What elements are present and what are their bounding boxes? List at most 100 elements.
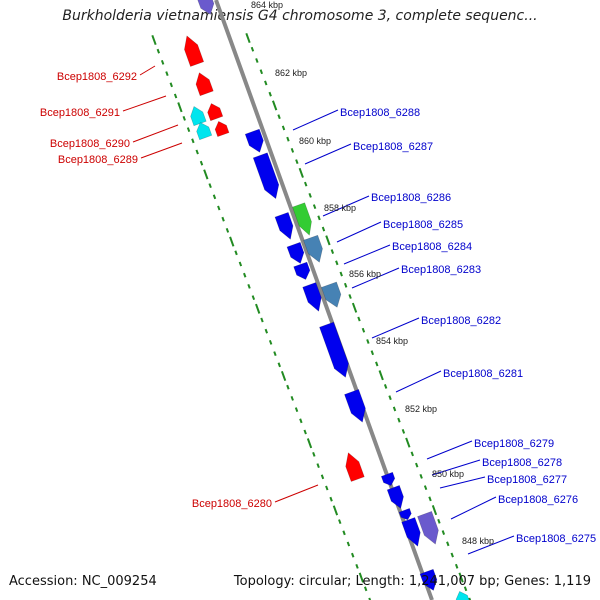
tick-mark — [286, 136, 290, 142]
leader-line — [132, 124, 179, 143]
tick-mark — [332, 505, 339, 516]
tick-mark — [446, 541, 450, 547]
gene-arrow[interactable] — [184, 35, 205, 67]
tick-mark — [355, 563, 359, 569]
tick-mark — [182, 115, 186, 121]
gene-label[interactable]: Bcep1808_6284 — [392, 241, 472, 253]
gene-label[interactable]: Bcep1808_6283 — [401, 264, 481, 276]
gene-label[interactable]: Bcep1808_6276 — [498, 494, 578, 506]
gene-arrow[interactable] — [319, 321, 349, 378]
leader-line — [139, 65, 156, 76]
gene-arrow[interactable] — [419, 568, 438, 591]
kbp-label: 850 kbp — [432, 469, 464, 479]
tick-mark — [281, 125, 286, 131]
gene-arrow[interactable] — [190, 106, 207, 127]
gene-label[interactable]: Bcep1808_6289 — [58, 154, 138, 166]
tick-mark — [343, 282, 348, 288]
gene-arrow[interactable] — [302, 282, 322, 312]
tick-mark — [245, 32, 251, 44]
gene-arrow[interactable] — [303, 234, 323, 263]
gene-arrow[interactable] — [252, 152, 280, 200]
tick-mark — [229, 236, 235, 247]
tick-mark — [169, 82, 173, 88]
tick-mark — [247, 283, 251, 289]
gene-arrow[interactable] — [207, 103, 224, 122]
tick-mark — [277, 114, 281, 120]
tick-tracks — [151, 32, 472, 600]
gene-label[interactable]: Bcep1808_6290 — [50, 138, 130, 150]
tick-mark — [316, 463, 320, 469]
gene-arrow[interactable] — [401, 517, 421, 547]
gene-arrow[interactable] — [380, 471, 396, 486]
tick-mark — [191, 138, 195, 144]
gene-arrow[interactable] — [386, 485, 404, 509]
tick-mark — [268, 339, 273, 345]
tick-mark — [397, 417, 401, 423]
tick-mark — [199, 160, 204, 166]
tick-mark — [255, 58, 259, 63]
kbp-label: 864 kbp — [251, 0, 283, 10]
tick-mark — [468, 597, 472, 600]
gene-arrow[interactable] — [455, 590, 470, 600]
gene-arrow[interactable] — [244, 128, 264, 153]
tick-mark — [203, 169, 209, 180]
gene-label[interactable]: Bcep1808_6278 — [482, 457, 562, 469]
tick-mark — [312, 451, 316, 457]
tick-mark — [419, 473, 423, 479]
gene-arrow[interactable] — [292, 202, 312, 236]
gene-arrow[interactable] — [195, 72, 214, 97]
gene-label[interactable]: Bcep1808_6281 — [443, 368, 523, 380]
leader-line — [322, 195, 370, 217]
gene-arrow[interactable] — [344, 389, 366, 423]
gene-arrow[interactable] — [321, 281, 342, 308]
tick-mark — [441, 530, 446, 535]
topology-text: Topology: circular; Length: 1,241,007 bp… — [233, 574, 591, 589]
gene-label[interactable]: Bcep1808_6285 — [383, 219, 463, 231]
gene-arrow[interactable] — [398, 508, 412, 521]
leader-line — [292, 109, 339, 131]
tick-mark — [405, 437, 411, 448]
tick-mark — [348, 294, 352, 299]
gene-arrow[interactable] — [286, 241, 305, 264]
tick-mark — [320, 474, 325, 480]
tick-mark — [370, 350, 375, 356]
tick-mark — [458, 572, 464, 583]
tick-mark — [295, 159, 299, 165]
gene-label[interactable]: Bcep1808_6288 — [340, 107, 420, 119]
gene-arrow[interactable] — [196, 122, 213, 141]
leader-line — [371, 317, 420, 339]
gene-label[interactable]: Bcep1808_6277 — [487, 474, 567, 486]
gene-label[interactable]: Bcep1808_6282 — [421, 315, 501, 327]
tick-mark — [221, 216, 225, 222]
tick-mark — [294, 407, 299, 413]
forward-gene-labels: Bcep1808_6288 Bcep1808_6287 Bcep1808_628… — [340, 107, 596, 545]
tick-mark — [217, 205, 221, 211]
gene-arrow[interactable] — [214, 120, 230, 137]
tick-mark — [298, 167, 304, 178]
leader-line — [395, 370, 442, 393]
gene-arrow[interactable] — [197, 0, 215, 15]
leader-line — [140, 142, 183, 159]
tick-mark — [259, 69, 264, 75]
tick-mark — [177, 102, 183, 113]
gene-label[interactable]: Bcep1808_6280 — [192, 498, 272, 510]
gene-label[interactable]: Bcep1808_6275 — [516, 533, 596, 545]
gene-arrow[interactable] — [417, 511, 439, 545]
tick-mark — [280, 370, 287, 382]
accession-text: Accession: NC_009254 — [9, 574, 157, 589]
leader-line — [122, 95, 167, 112]
gene-label[interactable]: Bcep1808_6286 — [371, 192, 451, 204]
gene-arrow[interactable] — [274, 212, 294, 240]
gene-label[interactable]: Bcep1808_6279 — [474, 438, 554, 450]
gene-arrow[interactable] — [293, 261, 311, 280]
gene-label[interactable]: Bcep1808_6292 — [57, 71, 137, 83]
tick-mark — [304, 181, 308, 187]
gene-label[interactable]: Bcep1808_6287 — [353, 141, 433, 153]
tick-mark — [268, 91, 272, 97]
tick-mark — [378, 370, 384, 381]
gene-label[interactable]: Bcep1808_6291 — [40, 107, 120, 119]
tick-mark — [165, 71, 169, 77]
tick-mark — [392, 406, 397, 412]
gene-arrow[interactable] — [345, 452, 365, 482]
